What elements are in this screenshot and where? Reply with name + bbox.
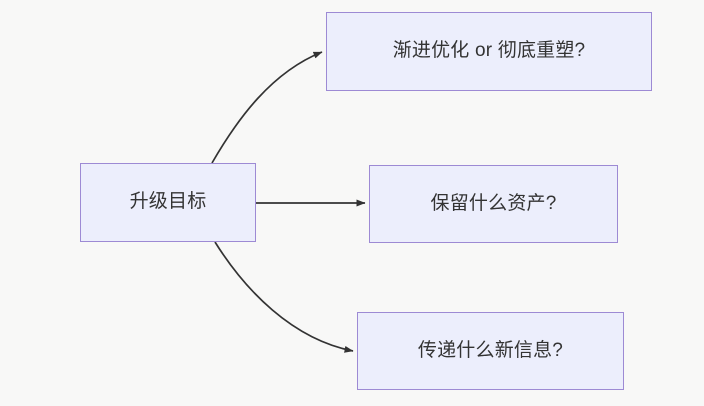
- edge-source-to-option-1: [211, 51, 323, 164]
- node-incremental-or-rebuild[interactable]: 渐进优化 or 彻底重塑?: [326, 12, 652, 91]
- node-upgrade-goal[interactable]: 升级目标: [80, 163, 256, 242]
- node-what-new-message[interactable]: 传递什么新信息?: [357, 312, 624, 390]
- edge-source-to-option-3: [214, 241, 354, 353]
- node-label: 渐进优化 or 彻底重塑?: [392, 40, 586, 62]
- node-label: 升级目标: [129, 191, 207, 213]
- node-which-assets-to-keep[interactable]: 保留什么资产?: [369, 165, 618, 243]
- node-label: 保留什么资产?: [430, 192, 557, 214]
- node-label: 传递什么新信息?: [417, 339, 564, 361]
